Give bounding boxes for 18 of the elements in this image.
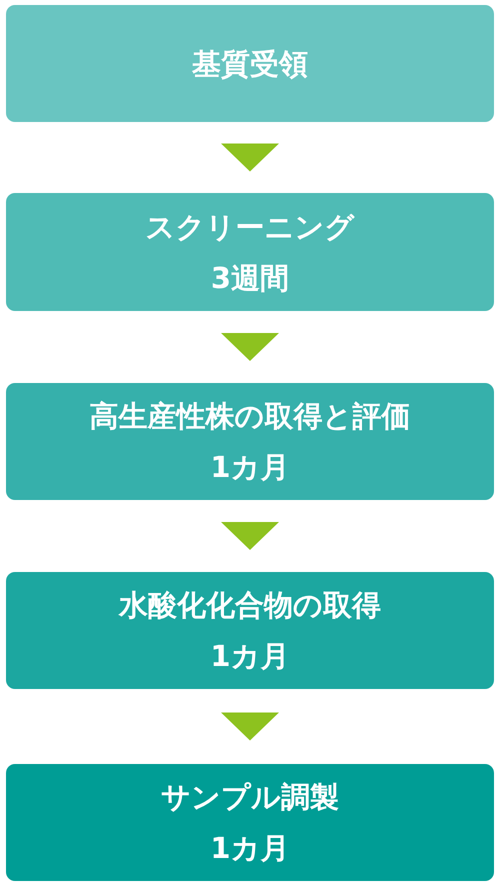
step-title: 基質受領 <box>192 46 308 82</box>
step-box <box>6 193 494 311</box>
duration-label: 1カ月 <box>210 449 290 485</box>
step-title: サンプル調製 <box>161 779 339 815</box>
step-title: スクリーニング <box>146 208 354 244</box>
duration-label: 1カ月 <box>210 830 290 866</box>
step-box <box>6 572 494 689</box>
step-box <box>6 5 494 122</box>
step-title: 水酸化化合物の取得 <box>119 587 381 623</box>
duration-label: 3週間 <box>210 260 290 296</box>
step-box <box>6 383 494 500</box>
step-title: 高生産性株の取得と評価 <box>90 398 410 434</box>
step-box <box>6 764 494 881</box>
duration-label: 1カ月 <box>210 638 290 674</box>
arrow <box>221 144 279 172</box>
arrow <box>221 522 279 550</box>
arrow <box>221 333 279 361</box>
arrow <box>221 712 279 740</box>
